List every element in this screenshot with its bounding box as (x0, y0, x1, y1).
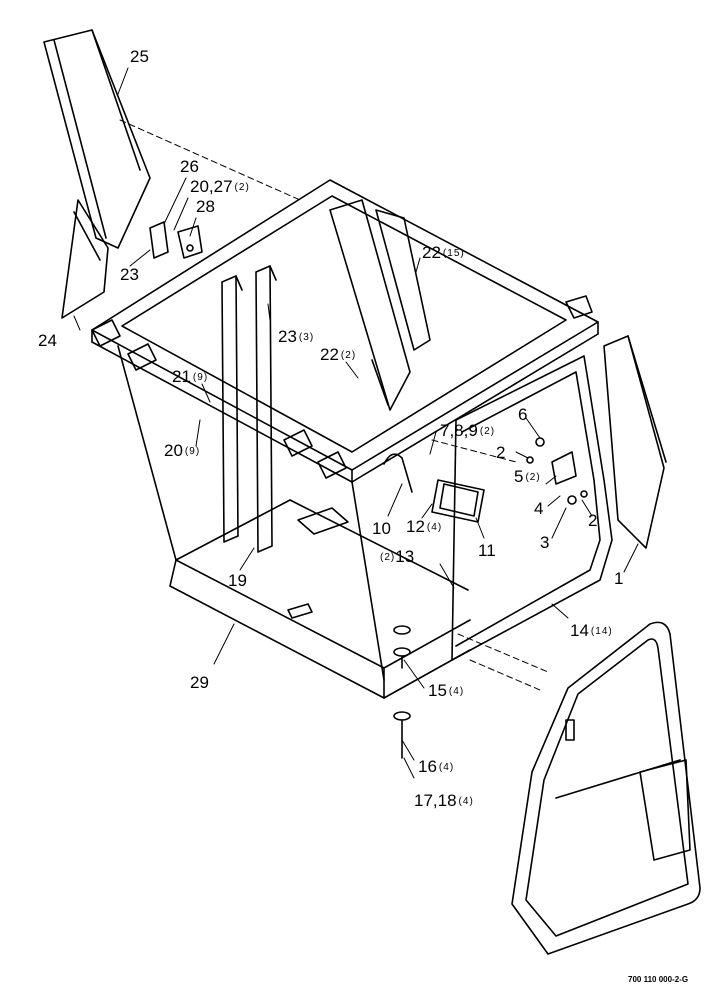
callout-6: 6 (518, 405, 528, 424)
mounts (393, 625, 411, 759)
cab-body (117, 345, 471, 699)
callout-15: 15(4) (428, 681, 465, 700)
callout-25: 25 (130, 47, 149, 66)
callout-26: 26 (180, 157, 199, 176)
side-panel-1 (603, 335, 667, 549)
callout-14: 14(14) (570, 621, 613, 640)
rear-pillars (221, 265, 277, 553)
roof-tabs (91, 295, 593, 479)
mirror-11 (431, 479, 485, 523)
roof-frame (91, 179, 599, 483)
side-trim-24 (61, 199, 109, 319)
explosion-lines (119, 119, 549, 691)
callout-20-9: 20(9) (164, 441, 201, 460)
callout-11: 11 (478, 541, 496, 560)
callout-21-9: 21(9) (172, 367, 209, 386)
cab-door (511, 621, 701, 955)
callout-24: 24 (38, 331, 57, 350)
bracket-26 (149, 221, 169, 259)
callout-5: 5(2) (514, 467, 541, 486)
callout-29: 29 (190, 673, 209, 692)
roof-trim-panel-25 (43, 29, 151, 249)
callout-23-3: 23(3) (278, 327, 315, 346)
callout-2-upper: 2 (496, 443, 506, 462)
callout-19: 19 (228, 571, 247, 590)
leader-lines (73, 67, 639, 779)
callout-13: (2)13 (380, 547, 415, 566)
callout-4: 4 (534, 499, 544, 518)
callout-10: 10 (372, 519, 391, 538)
bracket-28 (177, 225, 203, 259)
door-frame-14 (451, 355, 613, 661)
rear-window-frame (329, 199, 431, 411)
grab-handle-10 (383, 453, 413, 493)
callout-12: 12(4) (406, 517, 443, 536)
callout-17-18: 17,18(4) (414, 791, 474, 810)
callout-22-2: 22(2) (320, 345, 357, 364)
callout-28: 28 (196, 197, 215, 216)
callout-20-27: 20,27(2) (190, 177, 250, 196)
callout-7-8-9: 7,8,9(2) (440, 421, 496, 440)
latch-assembly (526, 437, 588, 505)
callout-22-15: 22(15) (422, 243, 465, 262)
callout-23: 23 (120, 265, 139, 284)
callout-2-lower: 2 (588, 511, 598, 530)
callout-16: 16(4) (418, 757, 455, 776)
callout-3: 3 (540, 533, 550, 552)
drawing-number: 700 110 000-2-G (628, 975, 689, 984)
callout-1: 1 (614, 569, 624, 588)
